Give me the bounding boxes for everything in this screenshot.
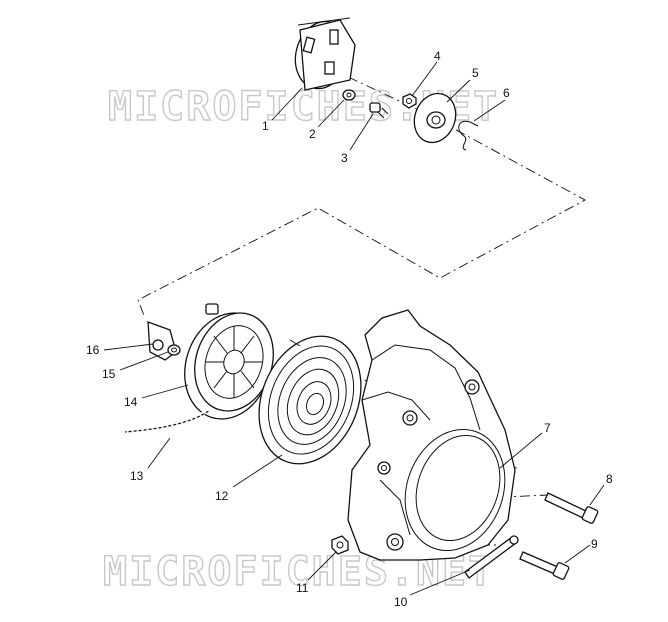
recoil-housing	[347, 309, 516, 561]
callout-2: 2	[309, 127, 316, 141]
callout-14: 14	[124, 395, 138, 409]
callout-4: 4	[434, 49, 441, 63]
collar	[167, 344, 181, 356]
washer	[342, 89, 356, 101]
leader-lines	[103, 61, 605, 596]
recoil-spring	[258, 335, 362, 465]
callout-8: 8	[606, 472, 613, 486]
callout-labels: 1 2 3 4 5 6 7 8 9 10 11 12 13 14 15 16	[86, 49, 613, 609]
callout-15: 15	[102, 367, 116, 381]
callout-7: 7	[544, 421, 551, 435]
callout-11: 11	[296, 581, 309, 595]
housing-bolt-9	[519, 551, 570, 580]
callout-5: 5	[472, 66, 479, 80]
flywheel-cup	[294, 17, 356, 91]
bolt	[369, 102, 389, 119]
pin	[464, 535, 519, 579]
callout-10: 10	[394, 595, 408, 609]
housing-bolt-8	[544, 492, 599, 524]
nut	[402, 93, 417, 109]
callout-16: 16	[86, 343, 100, 357]
callout-6: 6	[503, 86, 510, 100]
recoil-pulley	[184, 303, 274, 420]
ratchet-spring	[458, 120, 479, 151]
starter-rope	[124, 409, 211, 433]
callout-3: 3	[341, 151, 348, 165]
ratchet-plate	[413, 92, 457, 144]
callout-12: 12	[215, 489, 229, 503]
callout-9: 9	[591, 537, 598, 551]
callout-1: 1	[262, 119, 269, 133]
callout-13: 13	[130, 469, 144, 483]
handle-nut	[331, 535, 349, 555]
